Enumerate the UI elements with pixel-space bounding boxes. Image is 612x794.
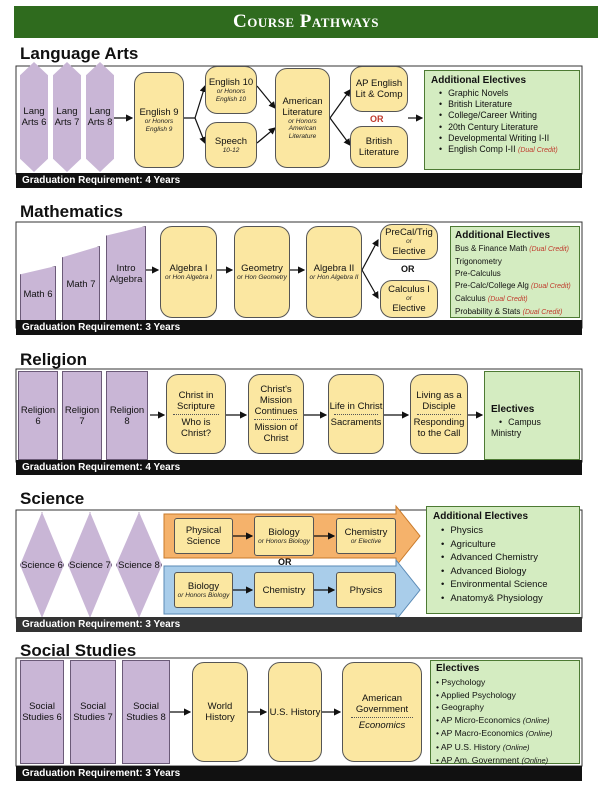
list-item: Advanced Chemistry <box>433 551 573 565</box>
page-title: Course Pathways <box>14 6 598 38</box>
list-item: • Applied Psychology <box>436 689 516 700</box>
graduation-requirement-religion: Graduation Requirement: 4 Years <box>16 460 582 475</box>
or-label: OR <box>401 264 415 274</box>
section-title-mathematics: Mathematics <box>20 202 123 221</box>
node-ap-english: AP English Lit & Comp <box>350 66 408 112</box>
list-item: Probability & Stats (Dual Credit) <box>455 307 563 316</box>
node-lang-arts-6: Lang Arts 6 <box>20 62 48 172</box>
list-item: • AP Am. Government (Online) <box>436 755 549 765</box>
list-item: Physics <box>433 524 573 538</box>
node-chemistry-2: Chemistry <box>254 572 314 608</box>
list-item: • Psychology <box>436 677 486 687</box>
list-item: Developmental Writing I-II <box>431 133 573 144</box>
list-item: • AP Macro-Economics (Online) <box>436 728 553 738</box>
list-item: British Literature <box>431 99 573 110</box>
node-physical-science: Physical Science <box>174 518 233 554</box>
node-religion-8: Religion 8 <box>106 371 148 460</box>
list-item: Campus Ministry <box>491 417 573 439</box>
electives-religion: Electives Campus Ministry <box>484 371 580 460</box>
list-item: • Geography <box>436 702 484 712</box>
section-title-language-arts: Language Arts <box>20 44 139 63</box>
list-item: Environmental Science <box>433 578 573 592</box>
list-item: Pre-Calculus <box>455 269 501 278</box>
list-item: Trigonometry <box>455 257 502 266</box>
list-item: Calculus (Dual Credit) <box>455 294 528 303</box>
electives-mathematics: Additional Electives Bus & Finance Math … <box>450 226 580 318</box>
node-lang-arts-8: Lang Arts 8 <box>86 62 114 172</box>
section-title-science: Science <box>20 489 85 508</box>
node-us-history: U.S. History <box>268 662 322 762</box>
node-religion-6: Religion 6 <box>18 371 58 460</box>
list-item: Agriculture <box>433 538 573 552</box>
graduation-requirement-science: Graduation Requirement: 3 Years <box>16 617 582 632</box>
node-british-literature: British Literature <box>350 126 408 168</box>
list-item: • AP Micro-Economics (Online) <box>436 714 550 725</box>
node-math-7: Math 7 <box>62 246 100 322</box>
section-title-religion: Religion <box>20 350 88 369</box>
node-social-studies-7: Social Studies 7 <box>70 660 116 764</box>
list-item: • AP U.S. History (Online) <box>436 741 530 752</box>
list-item: Anatomy& Physiology <box>433 592 573 606</box>
node-math-6: Math 6 <box>20 266 56 322</box>
list-item: Graphic Novels <box>431 88 573 99</box>
node-world-history: World History <box>192 662 248 762</box>
node-social-studies-6: Social Studies 6 <box>20 660 64 764</box>
graduation-requirement-social-studies: Graduation Requirement: 3 Years <box>16 766 582 781</box>
or-label: OR <box>278 557 292 567</box>
node-physics: Physics <box>336 572 396 608</box>
electives-social-studies: Electives • Psychology • Applied Psychol… <box>430 660 580 765</box>
section-title-social-studies: Social Studies <box>20 641 137 660</box>
list-item: Pre-Calc/College Alg (Dual Credit) <box>455 281 571 290</box>
node-lang-arts-7: Lang Arts 7 <box>53 62 81 172</box>
list-item: English Comp I-II (Dual Credit) <box>431 144 573 156</box>
list-item: Advanced Biology <box>433 565 573 579</box>
graduation-requirement-language-arts: Graduation Requirement: 4 Years <box>16 173 582 188</box>
list-item: College/Career Writing <box>431 110 573 121</box>
node-intro-algebra: Intro Algebra <box>106 226 146 322</box>
node-religion-7: Religion 7 <box>62 371 102 460</box>
electives-science: Additional Electives Physics Agriculture… <box>426 506 580 614</box>
electives-language-arts: Additional Electives Graphic Novels Brit… <box>424 70 580 170</box>
list-item: 20th Century Literature <box>431 122 573 133</box>
node-social-studies-8: Social Studies 8 <box>122 660 170 764</box>
list-item: Bus & Finance Math (Dual Credit) <box>455 244 569 253</box>
graduation-requirement-mathematics: Graduation Requirement: 3 Years <box>16 320 582 335</box>
or-label: OR <box>370 114 384 124</box>
